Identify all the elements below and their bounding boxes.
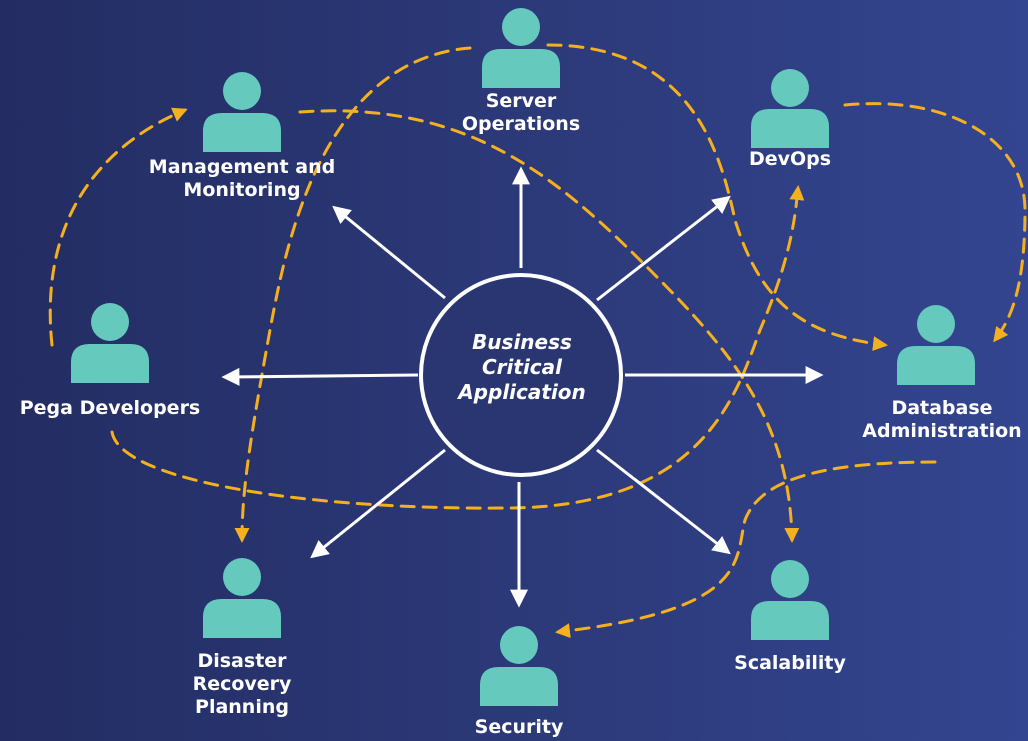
label-line: Pega Developers [19, 397, 201, 419]
label-line: Server [485, 90, 557, 112]
label-line: Scalability [734, 652, 846, 674]
label-security: Security [459, 716, 579, 739]
person-icon [897, 305, 975, 385]
label-devops: DevOps [730, 148, 850, 171]
arrow-to-scalability [596, 448, 731, 555]
label-management-and-monitoring: Management and Monitoring [122, 156, 362, 202]
person-icon [751, 560, 829, 640]
person-icon [482, 8, 560, 88]
connector-server-to-disaster [234, 46, 472, 543]
connector-devops-to-database [843, 102, 1027, 343]
label-line: DevOps [748, 148, 832, 170]
connector-database-to-security [555, 460, 937, 639]
label-line: Security [474, 716, 564, 738]
arrow-to-disaster [310, 448, 446, 559]
center-label-line: Business [472, 330, 572, 354]
label-line: Monitoring [183, 179, 301, 201]
label-database-administration: Database Administration [862, 397, 1022, 443]
person-icon [203, 558, 281, 638]
person-icon [480, 626, 558, 706]
arrow-to-pega [221, 367, 419, 386]
arrow-to-management [332, 205, 446, 300]
label-line: Recovery [192, 673, 292, 695]
person-icon [71, 303, 149, 383]
connector-pega-to-management [48, 107, 188, 347]
center-label: Business Critical Application [422, 330, 622, 405]
center-label-line: Critical [481, 355, 563, 379]
label-line: Planning [195, 696, 289, 718]
center-circle [419, 273, 623, 477]
center-label-line: Application [458, 380, 586, 404]
label-line: Administration [862, 420, 1022, 442]
label-line: Database [891, 397, 993, 419]
label-line: Management and [148, 156, 336, 178]
label-server-operations: Server Operations [441, 90, 601, 136]
arrow-to-devops [596, 195, 731, 302]
person-icon [203, 72, 281, 152]
connector-management-to-scalability [298, 109, 800, 543]
person-icon [751, 69, 829, 148]
label-pega-developers: Pega Developers [0, 397, 220, 420]
label-scalability: Scalability [720, 652, 860, 675]
label-line: Operations [461, 113, 581, 135]
label-line: Disaster [197, 650, 287, 672]
label-disaster-recovery-planning: Disaster Recovery Planning [172, 650, 312, 719]
connector-server-to-database [546, 43, 888, 352]
